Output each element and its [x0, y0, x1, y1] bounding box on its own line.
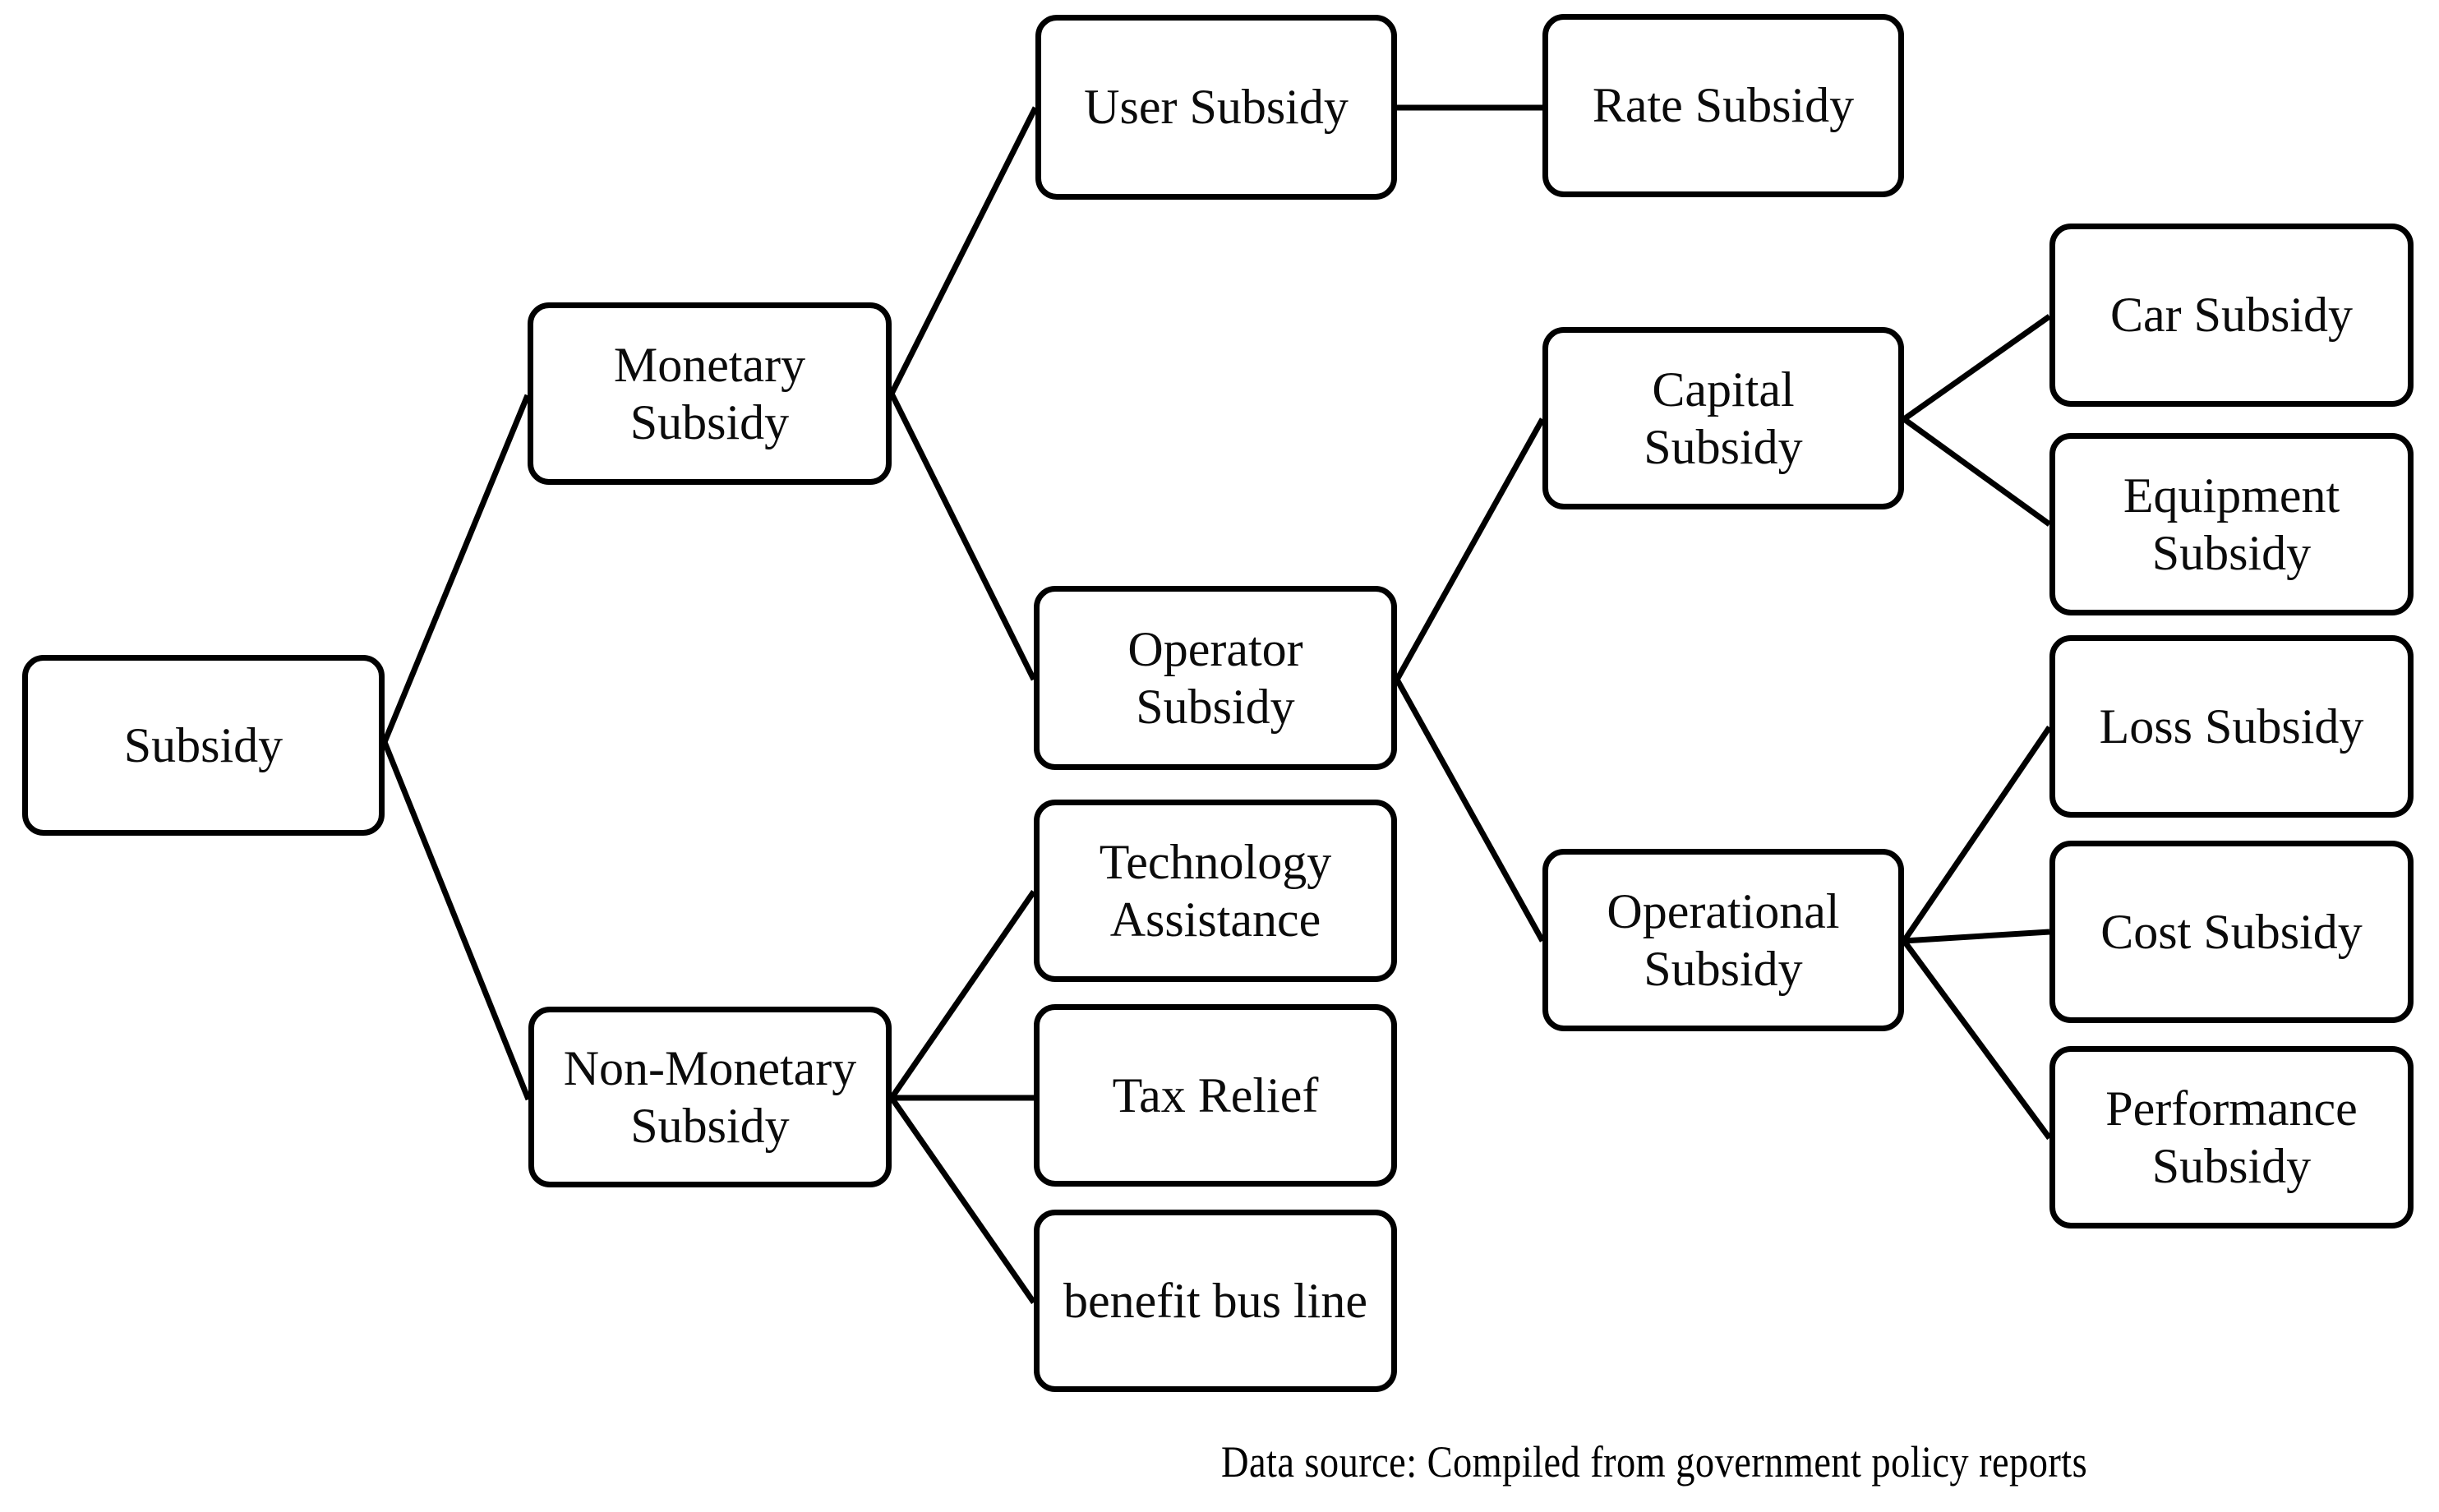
node-operational-subsidy[interactable]: Operational Subsidy [1542, 849, 1904, 1031]
node-label-operator-subsidy: Operator Subsidy [1127, 621, 1303, 734]
node-rate-subsidy[interactable]: Rate Subsidy [1542, 14, 1904, 197]
node-label-operational-subsidy: Operational Subsidy [1607, 883, 1840, 996]
node-equipment-subsidy[interactable]: Equipment Subsidy [2049, 433, 2414, 615]
edge-capital-subsidy-to-equipment-subsidy [1902, 417, 2052, 527]
edge-operator-subsidy-to-operational-subsidy [1394, 678, 1546, 943]
node-label-loss-subsidy: Loss Subsidy [2099, 698, 2364, 754]
node-label-performance-subsidy: Performance Subsidy [2105, 1081, 2358, 1193]
node-technology[interactable]: Technology Assistance [1034, 800, 1397, 982]
node-label-benefit-bus-line: benefit bus line [1063, 1273, 1367, 1328]
node-car-subsidy[interactable]: Car Subsidy [2049, 224, 2414, 407]
node-label-car-subsidy: Car Subsidy [2109, 288, 2354, 343]
edge-operational-subsidy-to-performance-subsidy [1902, 938, 2052, 1141]
data-source-caption: Data source: Compiled from government po… [1221, 1437, 2088, 1487]
node-label-equipment-subsidy: Equipment Subsidy [2123, 468, 2340, 580]
edge-operational-subsidy-to-cost-subsidy [1903, 929, 2050, 944]
edge-non-monetary-to-benefit-bus-line [889, 1096, 1036, 1304]
node-label-rate-subsidy: Rate Subsidy [1592, 78, 1855, 133]
node-label-subsidy: Subsidy [123, 717, 284, 772]
edge-subsidy-to-monetary [381, 394, 531, 744]
node-monetary[interactable]: Monetary Subsidy [528, 302, 892, 485]
edge-capital-subsidy-to-car-subsidy [1902, 314, 2052, 422]
edge-subsidy-to-non-monetary [381, 740, 532, 1101]
node-label-tax-relief: Tax Relief [1112, 1067, 1319, 1122]
edge-operational-subsidy-to-loss-subsidy [1902, 726, 2052, 943]
edge-monetary-to-operator-subsidy [888, 392, 1037, 681]
node-label-monetary: Monetary Subsidy [613, 337, 806, 449]
node-loss-subsidy[interactable]: Loss Subsidy [2049, 635, 2414, 818]
node-label-user-subsidy: User Subsidy [1084, 80, 1349, 135]
node-non-monetary[interactable]: Non-Monetary Subsidy [528, 1007, 892, 1187]
edge-operator-subsidy-to-capital-subsidy [1394, 417, 1546, 681]
node-label-technology: Technology Assistance [1099, 834, 1332, 947]
node-cost-subsidy[interactable]: Cost Subsidy [2049, 841, 2414, 1023]
edge-non-monetary-to-technology [889, 890, 1036, 1099]
node-benefit-bus-line[interactable]: benefit bus line [1034, 1210, 1397, 1392]
node-label-non-monetary: Non-Monetary Subsidy [563, 1040, 857, 1153]
node-user-subsidy[interactable]: User Subsidy [1035, 15, 1397, 200]
edge-monetary-to-user-subsidy [888, 106, 1039, 395]
node-label-capital-subsidy: Capital Subsidy [1644, 362, 1803, 474]
node-capital-subsidy[interactable]: Capital Subsidy [1542, 327, 1904, 509]
node-subsidy[interactable]: Subsidy [22, 655, 385, 836]
node-tax-relief[interactable]: Tax Relief [1034, 1004, 1397, 1187]
node-label-cost-subsidy: Cost Subsidy [2100, 904, 2363, 959]
node-operator-subsidy[interactable]: Operator Subsidy [1034, 586, 1397, 770]
node-performance-subsidy[interactable]: Performance Subsidy [2049, 1046, 2414, 1228]
